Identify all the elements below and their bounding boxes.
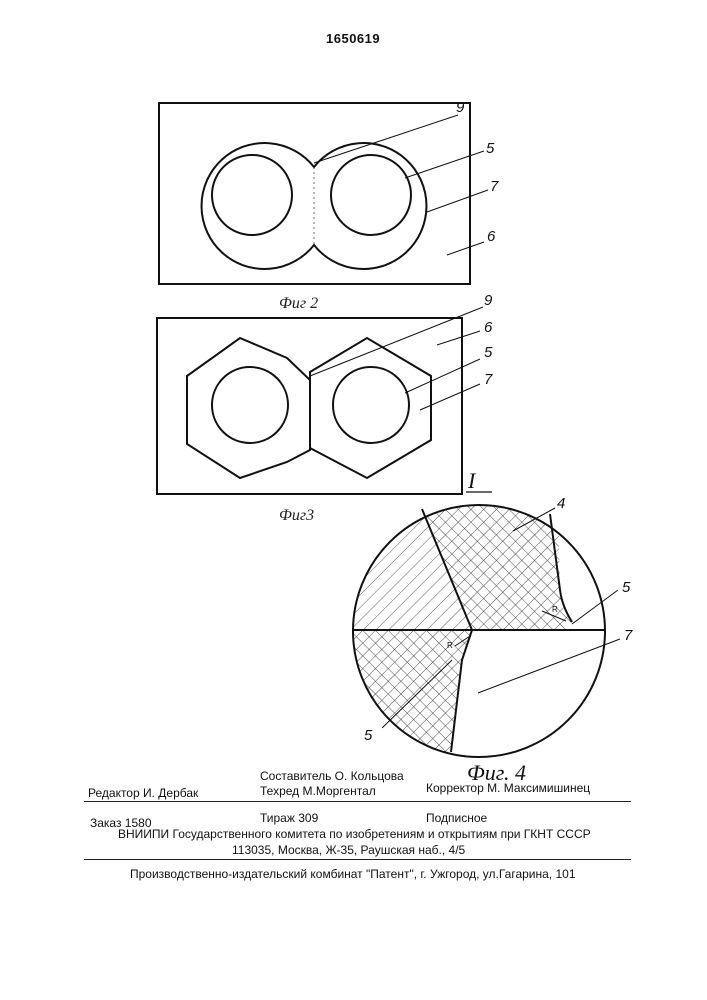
- fig2-plate: [159, 103, 470, 284]
- fig2-inner-circle-left: [212, 155, 292, 235]
- fig2-leader-5: [405, 151, 484, 178]
- fig4-detail-mark: I: [467, 468, 477, 493]
- fig3-label-7: 7: [484, 371, 493, 388]
- drawings-canvas: 9 5 7 6 Фиг 2 9 6 5 7 Фиг3 I: [0, 0, 707, 800]
- fig3-label-6: 6: [484, 319, 493, 336]
- fig2-leader-7: [427, 190, 488, 212]
- fig3-leader-6: [437, 331, 480, 345]
- fig4-hatched-sections: [350, 505, 572, 760]
- fig3-label-9: 9: [484, 292, 493, 309]
- colophon-address: 113035, Москва, Ж-35, Раушская наб., 4/5: [232, 843, 465, 857]
- figure-4: I R R 4 5 7 5 Фиг. 4: [350, 468, 633, 785]
- fig2-leader-6: [447, 242, 484, 255]
- fig3-inner-circle-left: [212, 367, 288, 443]
- fig3-leader-5: [405, 359, 480, 393]
- colophon-compiler: Составитель О. Кольцова: [260, 769, 404, 783]
- fig4-label-5-lower: 5: [364, 727, 373, 744]
- figure-3: 9 6 5 7 Фиг3: [157, 292, 493, 524]
- colophon-techred: Техред М.Моргентал: [260, 784, 376, 798]
- colophon-rule-bottom: [84, 859, 631, 860]
- colophon-circulation: Тираж 309: [260, 811, 318, 825]
- colophon-rule-top: [84, 801, 631, 802]
- fig2-inner-circle-right: [331, 155, 411, 235]
- colophon-publisher: Производственно-издательский комбинат "П…: [130, 867, 576, 881]
- fig2-label-5: 5: [486, 140, 495, 157]
- colophon-institute: ВНИИПИ Государственного комитета по изоб…: [118, 827, 591, 841]
- fig4-radius-mark-upper: R: [552, 605, 558, 614]
- fig3-inner-circle-right: [333, 367, 409, 443]
- fig4-leader-7: [478, 639, 620, 693]
- fig4-label-7: 7: [624, 627, 633, 644]
- fig4-leader-5-upper: [572, 590, 618, 624]
- fig2-caption: Фиг 2: [279, 295, 318, 312]
- colophon-corrector: Корректор М. Максимишинец: [426, 781, 590, 795]
- fig3-leader-7: [420, 384, 480, 410]
- fig3-label-5: 5: [484, 344, 493, 361]
- fig4-radius-mark-lower: R: [447, 641, 453, 650]
- fig2-label-6: 6: [487, 228, 496, 245]
- colophon-editor: Редактор И. Дербак: [88, 786, 198, 800]
- figure-2: 9 5 7 6 Фиг 2: [159, 99, 499, 312]
- fig2-label-9: 9: [456, 99, 465, 116]
- fig2-leader-9: [314, 115, 458, 163]
- fig3-caption: Фиг3: [279, 507, 314, 524]
- fig2-label-7: 7: [490, 178, 499, 195]
- fig3-hex-right: [310, 338, 431, 478]
- fig4-label-4: 4: [557, 495, 565, 512]
- fig3-hex-left: [187, 338, 310, 478]
- fig4-label-5-upper: 5: [622, 579, 631, 596]
- colophon-subscription: Подписное: [426, 811, 487, 825]
